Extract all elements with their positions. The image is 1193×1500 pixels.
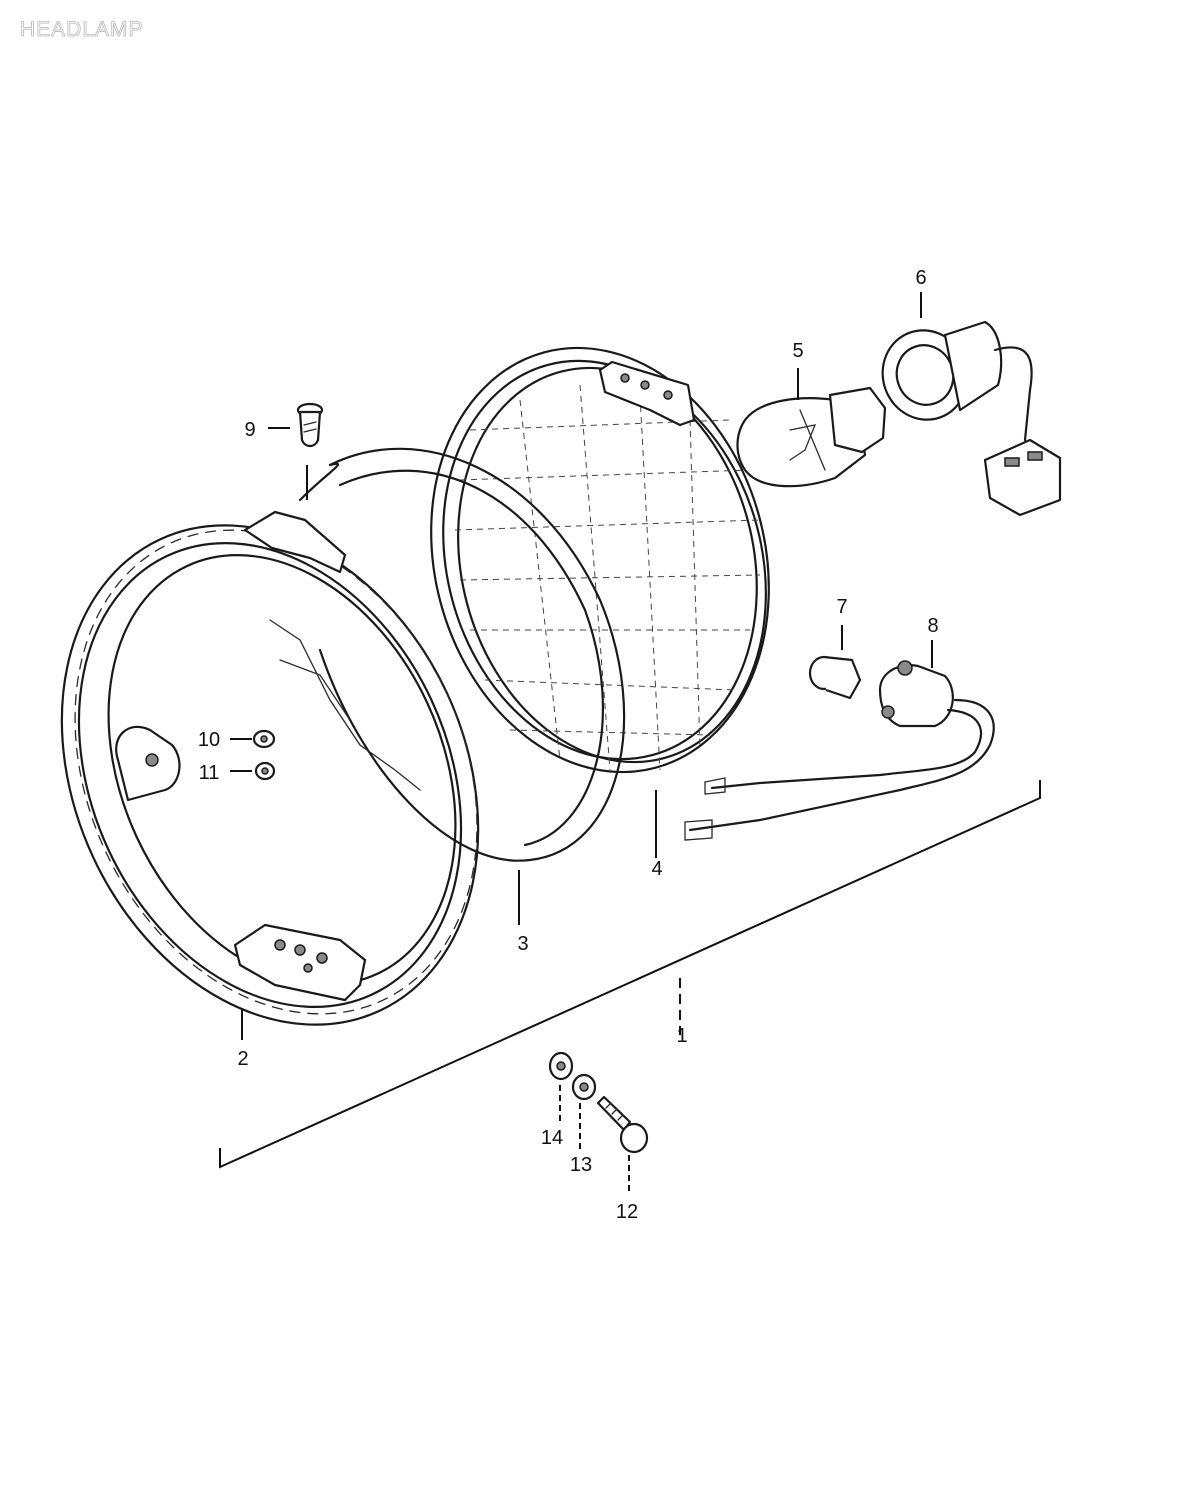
callout-12: 12	[616, 1201, 638, 1223]
leader-lines	[230, 292, 933, 1192]
part-10-nut	[252, 729, 276, 749]
part-5-headlamp-bulb	[736, 386, 887, 488]
callout-11: 11	[199, 762, 220, 784]
part-14-nut	[548, 1051, 574, 1081]
part-7-position-bulb	[808, 655, 862, 700]
callout-8: 8	[927, 615, 938, 637]
callout-14: 14	[541, 1127, 563, 1149]
part-4-lens-unit	[430, 346, 770, 774]
callout-6: 6	[915, 267, 926, 289]
callout-2: 2	[237, 1048, 248, 1070]
part-13-washer	[571, 1073, 597, 1101]
part-11-washer	[254, 761, 276, 781]
part-12-bolt	[596, 1095, 649, 1154]
callout-1: 1	[676, 1025, 687, 1047]
callout-10: 10	[198, 729, 220, 751]
part-8-position-socket	[684, 660, 995, 841]
page-title: HEADLAMP	[20, 18, 144, 42]
part-3-inner-rim	[269, 447, 626, 862]
callout-3: 3	[517, 933, 528, 955]
part-9-screw	[296, 402, 324, 448]
callout-13: 13	[570, 1154, 592, 1176]
callout-9: 9	[244, 419, 255, 441]
callout-7: 7	[836, 596, 847, 618]
callout-4: 4	[651, 858, 662, 880]
part-2-outer-rim	[60, 510, 480, 1026]
assembly-bracket	[219, 780, 1041, 1169]
callout-labels: 1 2 3 4 5 6 7 8 9 10 11 12 13 14	[198, 267, 939, 1223]
part-6-bulb-socket	[881, 320, 1062, 517]
callout-5: 5	[792, 340, 803, 362]
